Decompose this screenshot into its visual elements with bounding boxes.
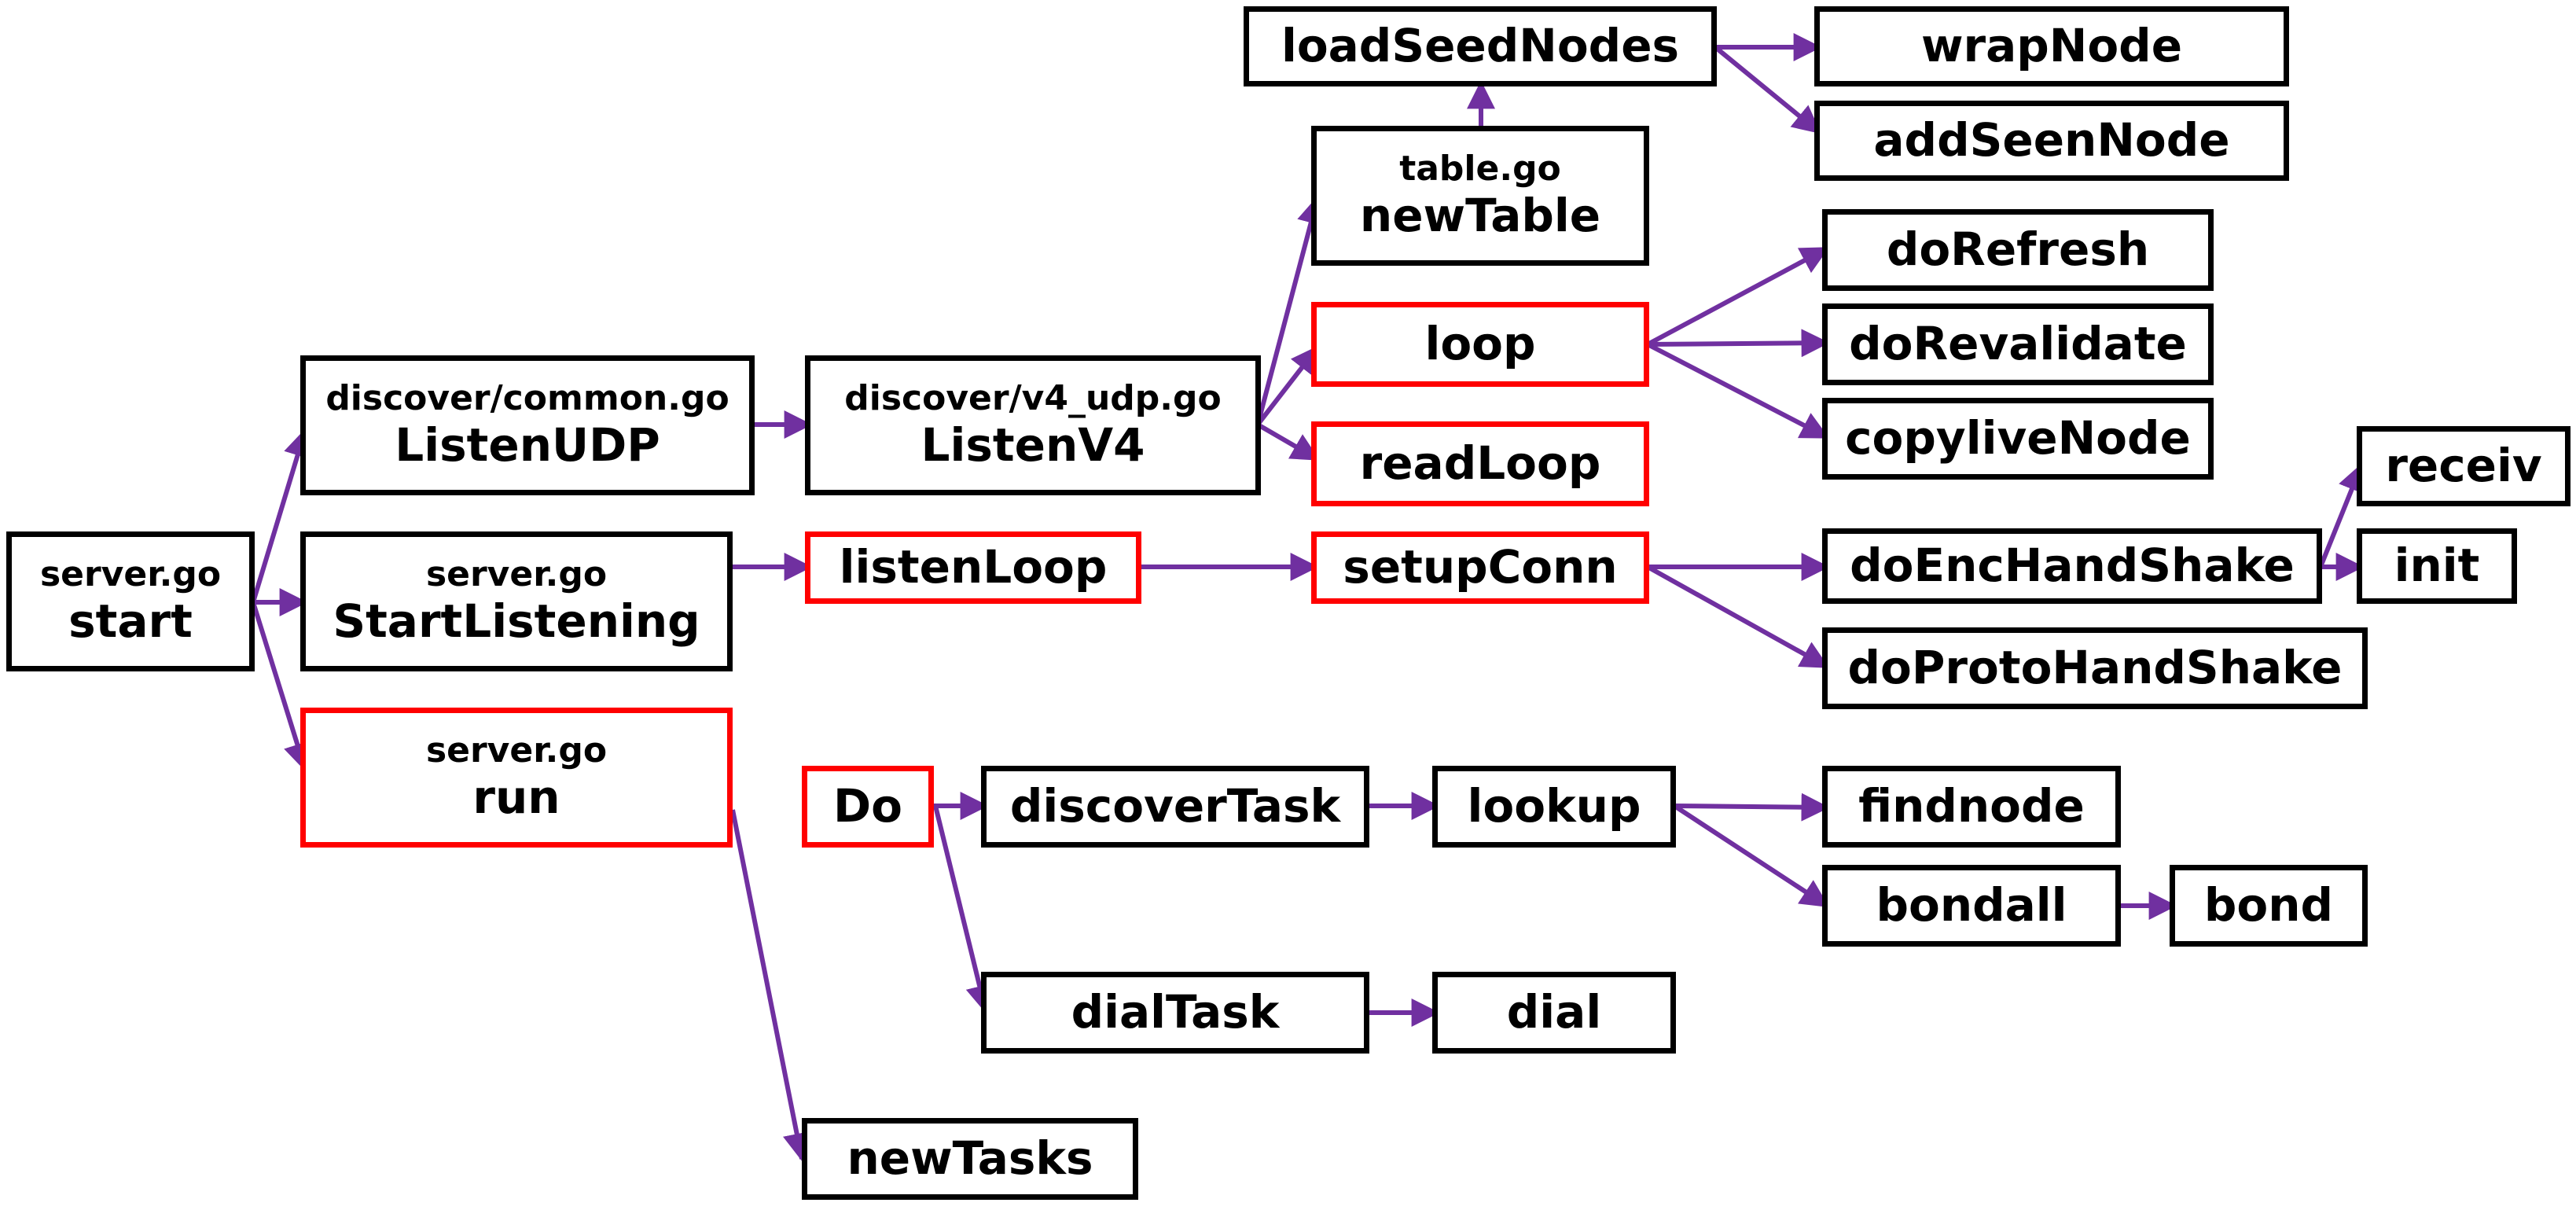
node-copylive-node: copyliveNode <box>1822 398 2214 480</box>
node-dial-task-label: dialTask <box>1071 985 1280 1039</box>
node-load-seed-nodes-label: loadSeedNodes <box>1281 19 1680 73</box>
node-wrap-node: wrapNode <box>1814 6 2289 86</box>
node-lookup-label: lookup <box>1467 779 1641 833</box>
node-listen-v4: discover/v4_udp.go ListenV4 <box>805 355 1261 495</box>
node-dial: dial <box>1432 972 1676 1054</box>
call-arrow <box>1647 329 1830 358</box>
node-listen-loop-label: listenLoop <box>839 540 1108 594</box>
node-init: init <box>2357 528 2517 604</box>
node-new-table-label: newTable <box>1359 189 1601 243</box>
node-listen-loop: listenLoop <box>805 531 1141 604</box>
call-arrow <box>1646 565 1830 669</box>
call-arrow <box>251 428 311 603</box>
node-findnode: findnode <box>1822 766 2121 848</box>
node-do-enc-hand-shake-label: doEncHandShake <box>1850 539 2295 593</box>
node-copylive-node-label: copyliveNode <box>1845 411 2191 465</box>
call-arrow <box>730 809 811 1162</box>
node-run: server.go run <box>300 708 733 848</box>
node-bond: bond <box>2170 865 2368 947</box>
call-arrow <box>1673 804 1830 908</box>
node-do-proto-hand-shake: doProtoHandShake <box>1822 627 2368 709</box>
node-do-proto-hand-shake-label: doProtoHandShake <box>1847 641 2343 695</box>
call-arrow <box>2318 462 2365 568</box>
node-do-enc-hand-shake: doEncHandShake <box>1822 528 2322 604</box>
node-init-label: init <box>2394 539 2480 593</box>
node-listen-udp-file: discover/common.go <box>325 377 729 418</box>
call-arrow <box>1255 345 1320 426</box>
node-add-seen-node-label: addSeenNode <box>1873 113 2230 167</box>
node-receiv-label: receiv <box>2385 439 2542 493</box>
node-add-seen-node: addSeenNode <box>1814 101 2289 181</box>
node-read-loop-label: readLoop <box>1359 436 1601 491</box>
node-loop-label: loop <box>1424 317 1536 371</box>
node-discover-task: discoverTask <box>981 766 1369 848</box>
node-bondall-label: bondall <box>1876 878 2067 932</box>
call-arrow <box>1646 246 1830 347</box>
node-start: server.go start <box>6 531 255 671</box>
node-lookup: lookup <box>1432 766 1676 848</box>
node-setup-conn: setupConn <box>1311 531 1649 604</box>
node-do-revalidate: doRevalidate <box>1822 303 2214 385</box>
node-listen-v4-file: discover/v4_udp.go <box>844 377 1222 418</box>
node-setup-conn-label: setupConn <box>1343 540 1618 594</box>
call-arrow <box>1646 342 1830 439</box>
call-arrow <box>933 805 994 1014</box>
node-dial-task: dialTask <box>981 972 1369 1054</box>
node-new-tasks-label: newTasks <box>847 1131 1093 1186</box>
node-discover-task-label: discoverTask <box>1009 779 1341 833</box>
node-bond-label: bond <box>2203 878 2334 932</box>
node-dial-label: dial <box>1506 985 1602 1039</box>
node-wrap-node-label: wrapNode <box>1920 19 2183 73</box>
node-do-label: Do <box>833 779 902 833</box>
node-do-revalidate-label: doRevalidate <box>1849 317 2187 371</box>
call-arrow <box>1255 195 1325 425</box>
node-listen-v4-label: ListenV4 <box>921 418 1145 473</box>
node-receiv: receiv <box>2357 426 2570 506</box>
node-start-listening-file: server.go <box>425 553 608 594</box>
node-bondall: bondall <box>1822 865 2121 947</box>
call-arrow <box>251 601 311 772</box>
node-run-label: run <box>472 770 560 825</box>
node-run-file: server.go <box>425 730 608 770</box>
node-listen-udp-label: ListenUDP <box>395 418 660 473</box>
node-start-listening: server.go StartListening <box>300 531 733 671</box>
node-do-refresh-label: doRefresh <box>1886 223 2150 277</box>
node-start-file: server.go <box>39 553 222 594</box>
node-do-refresh: doRefresh <box>1822 209 2214 291</box>
node-load-seed-nodes: loadSeedNodes <box>1244 6 1717 86</box>
node-read-loop: readLoop <box>1311 421 1649 506</box>
call-arrow <box>1674 793 1830 822</box>
node-findnode-label: findnode <box>1858 779 2085 833</box>
node-do: Do <box>802 766 934 848</box>
node-start-label: start <box>68 594 193 649</box>
node-loop: loop <box>1311 302 1649 387</box>
node-start-listening-label: StartListening <box>333 594 700 649</box>
node-new-table-file: table.go <box>1399 148 1561 189</box>
node-new-tasks: newTasks <box>802 1118 1138 1200</box>
node-listen-udp: discover/common.go ListenUDP <box>300 355 755 495</box>
node-new-table: table.go newTable <box>1311 126 1649 266</box>
call-arrow <box>1256 422 1321 462</box>
call-arrow <box>1714 45 1821 134</box>
